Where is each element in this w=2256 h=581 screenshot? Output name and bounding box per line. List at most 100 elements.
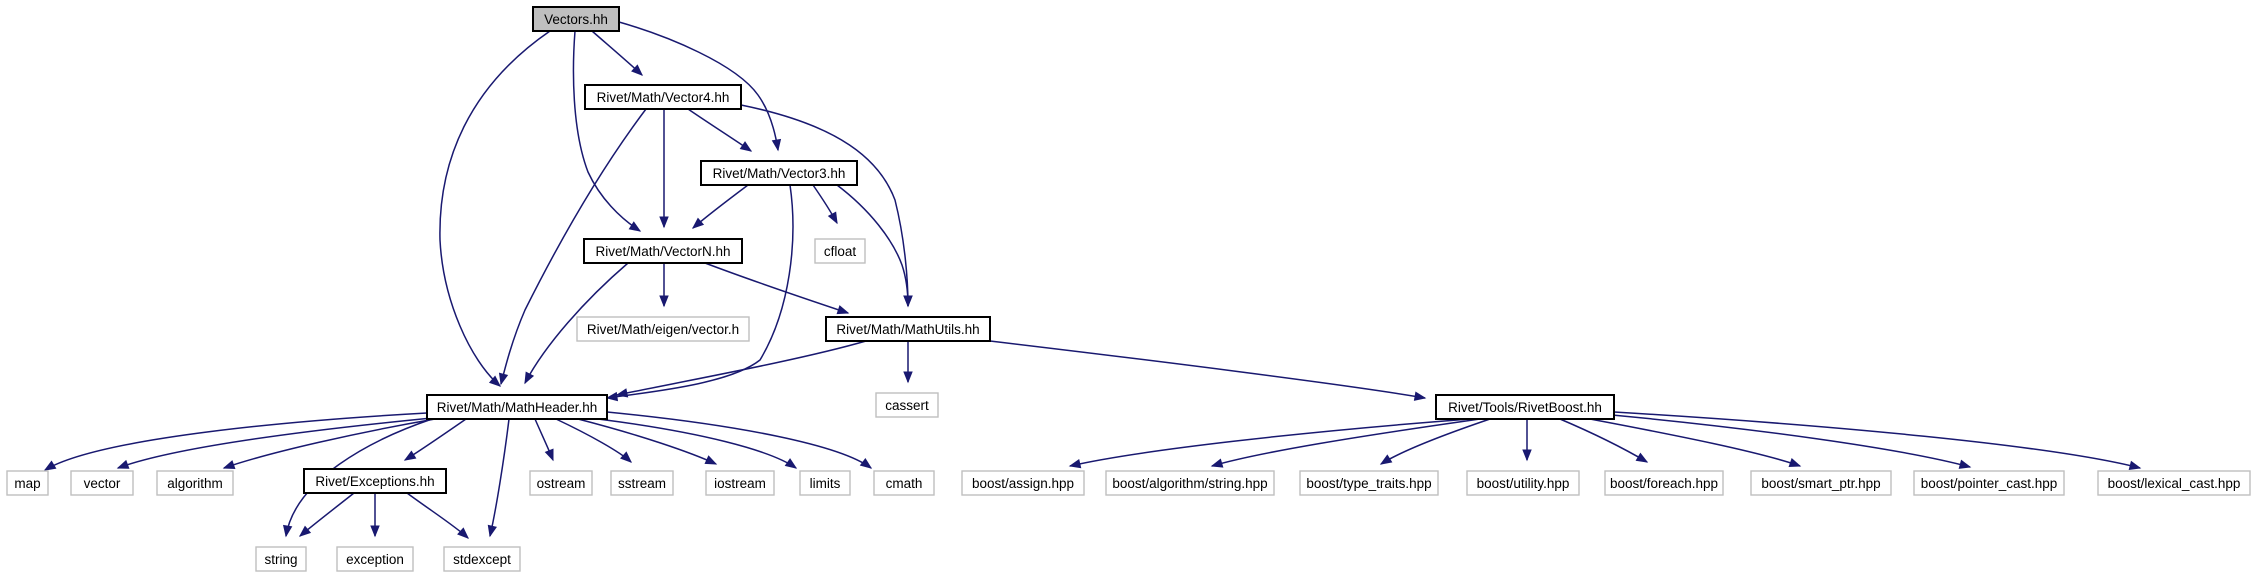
arrowhead-icon <box>2128 460 2142 470</box>
node-box <box>1750 470 1892 496</box>
node-box <box>336 546 414 572</box>
arrowhead-icon <box>457 527 469 539</box>
node-box <box>532 6 620 32</box>
node-box <box>875 392 939 418</box>
arrowhead-icon <box>784 458 798 469</box>
node-cfloat: cfloat <box>814 238 866 264</box>
edge-rivetboost-to-smartptr <box>1589 418 1802 468</box>
edge-mathheader-to-ostream <box>534 418 554 462</box>
edge-line <box>687 108 752 152</box>
edge-line <box>285 418 433 537</box>
arrowhead-icon <box>1210 458 1224 468</box>
node-label: Rivet/Exceptions.hh <box>315 474 434 489</box>
node-label: sstream <box>618 476 666 491</box>
node-box <box>873 470 935 496</box>
edge-vector3-to-mathutils <box>836 184 913 308</box>
node-label: Rivet/Math/MathHeader.hh <box>437 400 598 415</box>
arrowhead-icon <box>403 450 417 461</box>
node-box <box>1604 470 1724 496</box>
node-smartptr: boost/smart_ptr.hpp <box>1750 470 1892 496</box>
edge-mathheader-to-map <box>43 412 428 471</box>
node-box <box>814 238 866 264</box>
edge-exceptions-to-string <box>298 492 355 537</box>
node-label: vector <box>84 476 121 491</box>
node-foreach: boost/foreach.hpp <box>1604 470 1724 496</box>
node-typetraits: boost/type_traits.hpp <box>1299 470 1439 496</box>
node-label: ostream <box>537 476 586 491</box>
node-box <box>1105 470 1275 496</box>
node-label: boost/utility.hpp <box>1477 476 1570 491</box>
edge-rivetboost-to-foreach <box>1559 418 1649 463</box>
edge-line <box>1611 414 1971 468</box>
node-box <box>1913 470 2065 496</box>
arrowhead-icon <box>691 217 705 229</box>
node-rivetboost[interactable]: Rivet/Tools/RivetBoost.hh <box>1435 394 1615 420</box>
node-exceptions[interactable]: Rivet/Exceptions.hh <box>303 468 447 494</box>
edge-mathheader-to-string <box>282 418 433 538</box>
edge-mathheader-to-exceptions <box>403 418 467 461</box>
node-label: boost/assign.hpp <box>972 476 1074 491</box>
edge-mathutils-to-cassert <box>903 340 913 384</box>
edge-line <box>989 340 1426 399</box>
node-label: Rivet/Tools/RivetBoost.hh <box>1448 400 1602 415</box>
node-label: cfloat <box>824 244 857 259</box>
arrowhead-icon <box>1958 459 1972 469</box>
edge-line <box>1069 418 1471 467</box>
node-pointercast: boost/pointer_cast.hpp <box>1913 470 2065 496</box>
arrowhead-icon <box>836 305 850 315</box>
node-algstring: boost/algorithm/string.hpp <box>1105 470 1275 496</box>
arrowhead-icon <box>903 295 913 308</box>
node-box <box>583 238 743 264</box>
node-label: algorithm <box>167 476 223 491</box>
node-cmath: cmath <box>873 470 935 496</box>
arrowhead-icon <box>298 525 312 537</box>
node-vectorn[interactable]: Rivet/Math/VectorN.hh <box>583 238 743 264</box>
edge-line <box>704 262 849 314</box>
node-label: exception <box>346 552 404 567</box>
arrowhead-icon <box>1788 458 1802 468</box>
node-box <box>799 470 851 496</box>
node-exception: exception <box>336 546 414 572</box>
arrowhead-icon <box>488 375 502 387</box>
edge-line <box>439 30 551 387</box>
edge-rivetboost-to-utility <box>1522 419 1532 462</box>
arrowhead-icon <box>1413 391 1427 401</box>
node-box <box>584 84 742 110</box>
node-label: stdexcept <box>453 552 511 567</box>
arrowhead-icon <box>116 459 130 469</box>
node-box <box>2097 470 2251 496</box>
node-limits: limits <box>799 470 851 496</box>
edge-line <box>616 340 867 396</box>
node-mathutils[interactable]: Rivet/Math/MathUtils.hh <box>825 316 991 342</box>
node-label: map <box>14 476 40 491</box>
arrowhead-icon <box>487 524 497 538</box>
arrowhead-icon <box>1379 454 1393 465</box>
node-mathheader[interactable]: Rivet/Math/MathHeader.hh <box>426 394 608 420</box>
edge-vector4-to-vector3 <box>687 108 753 152</box>
node-vectors[interactable]: Vectors.hh <box>532 6 620 32</box>
arrowhead-icon <box>859 457 873 469</box>
edge-rivetboost-to-assign <box>1068 418 1471 469</box>
node-box <box>1299 470 1439 496</box>
node-label: Vectors.hh <box>544 12 608 27</box>
node-label: Rivet/Math/Vector4.hh <box>597 90 730 105</box>
edge-line <box>597 418 797 469</box>
edge-line <box>406 492 469 539</box>
arrowhead-icon <box>659 295 669 308</box>
node-box <box>610 470 674 496</box>
edge-line <box>606 184 794 399</box>
edge-mathheader-to-limits <box>597 418 798 469</box>
node-box <box>303 468 447 494</box>
edge-vectorn-to-mathutils <box>704 262 850 315</box>
node-string: string <box>255 546 307 572</box>
arrowhead-icon <box>43 460 57 471</box>
edge-vector3-to-mathheader <box>605 184 794 402</box>
node-label: boost/foreach.hpp <box>1610 476 1718 491</box>
node-vector3[interactable]: Rivet/Math/Vector3.hh <box>700 160 858 186</box>
node-label: cassert <box>885 398 929 413</box>
arrowhead-icon <box>498 372 509 386</box>
node-vector4[interactable]: Rivet/Math/Vector4.hh <box>584 84 742 110</box>
arrowhead-icon <box>1522 449 1532 462</box>
edge-rivetboost-to-typetraits <box>1379 418 1491 465</box>
arrowhead-icon <box>631 64 643 76</box>
